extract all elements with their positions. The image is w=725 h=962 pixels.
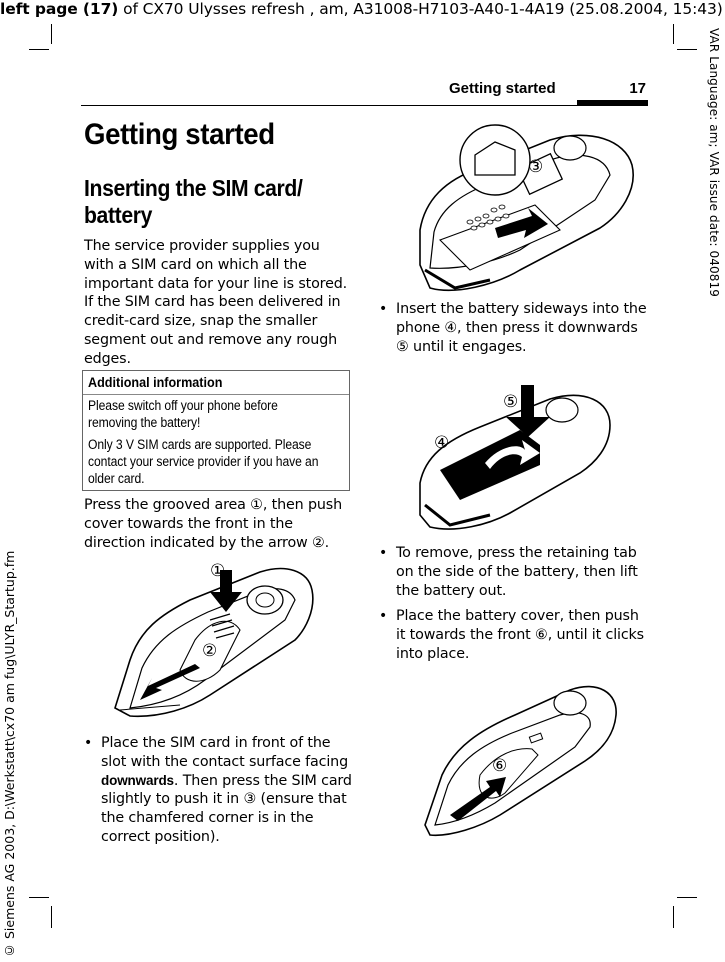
crop-mark	[677, 49, 697, 50]
source-file-info: of CX70 Ulysses refresh , am, A31008-H71…	[118, 0, 723, 18]
info-box-divider	[83, 394, 349, 395]
info-box-sim-note: Only 3 V SIM cards are supported. Please…	[88, 437, 319, 486]
bullet-text: Place the SIM card in front of the slot …	[101, 734, 359, 847]
bullet-symbol: •	[379, 545, 388, 561]
figure-place-cover: ⑥	[424, 685, 617, 837]
section-heading: Inserting the SIM card/ battery	[84, 175, 303, 228]
press-cover-paragraph: Press the grooved area ①, then push cove…	[84, 497, 342, 551]
page-title: Getting started	[84, 118, 275, 151]
header-rule	[81, 105, 648, 106]
info-box-title: Additional information	[88, 374, 223, 390]
bullet-symbol: •	[84, 735, 93, 751]
marker-5: ⑤	[503, 392, 518, 412]
bullet-text: To remove, press the retaining tab on th…	[396, 545, 638, 599]
source-file-prefix: left page (17)	[0, 0, 119, 18]
source-file-line: left page (17) of CX70 Ulysses refresh ,…	[0, 0, 723, 18]
page-number: 17	[629, 80, 646, 97]
language-issue-note: VAR Language: am; VAR issue date: 040819	[707, 28, 721, 297]
figure-insert-battery: ④ ⑤	[419, 385, 611, 530]
bullet-sim-part2: . Then press the SIM card slightly to pu…	[101, 772, 352, 845]
figure-remove-cover: ① ②	[114, 561, 314, 718]
copyright-path-note: © Siemens AG 2003, D:\Werkstatt\cx70 am …	[2, 550, 17, 958]
marker-1: ①	[210, 561, 225, 581]
crop-mark	[51, 906, 52, 928]
crop-mark	[51, 24, 52, 44]
marker-2: ②	[202, 641, 217, 661]
info-box-warning: Please switch off your phone before remo…	[88, 398, 278, 430]
bullet-symbol: •	[379, 301, 388, 317]
crop-mark	[673, 24, 674, 44]
header-rule-accent	[577, 100, 648, 106]
marker-4: ④	[434, 433, 449, 453]
marker-3: ③	[528, 157, 543, 177]
crop-mark	[673, 906, 674, 928]
bullet-sim-part1: Place the SIM card in front of the slot …	[101, 735, 348, 770]
bullet-text: Place the battery cover, then push it to…	[396, 608, 644, 662]
crop-mark	[29, 49, 49, 50]
running-header-title: Getting started	[449, 80, 556, 97]
marker-6: ⑥	[492, 756, 507, 776]
bullet-text: Insert the battery sideways into the pho…	[396, 301, 647, 355]
crop-mark	[29, 897, 49, 898]
figure-insert-sim: ③	[419, 124, 634, 292]
bullet-symbol: •	[379, 608, 388, 624]
additional-info-box: Additional information Please switch off…	[82, 370, 350, 491]
bullet-sim-bold: downwards	[101, 772, 174, 788]
intro-paragraph: The service provider supplies you with a…	[84, 238, 348, 367]
crop-mark	[677, 897, 697, 898]
